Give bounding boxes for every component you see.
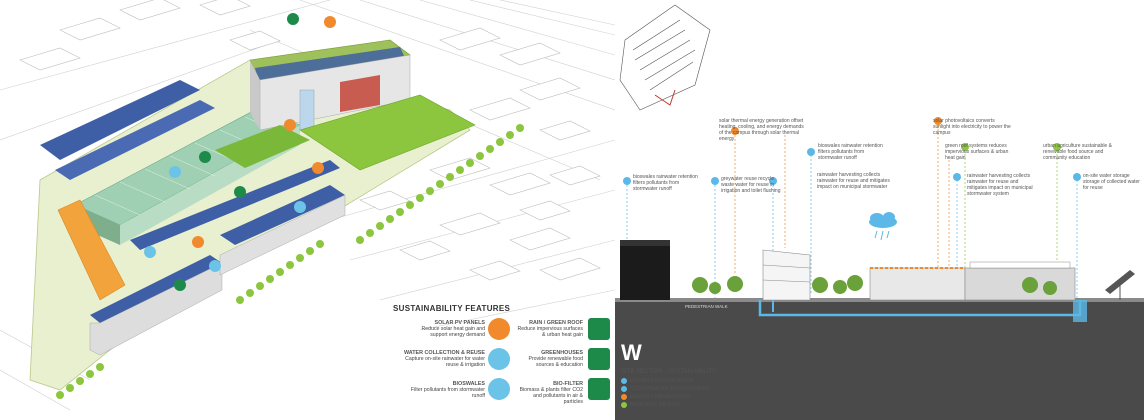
- storage-tank: [1073, 300, 1087, 322]
- mural-wall: [340, 75, 380, 112]
- lower-building: [89, 262, 223, 356]
- legend-item-title: BIO-FILTER: [553, 381, 583, 387]
- tree-row: [56, 124, 524, 399]
- legend-item-desc: Capture on-site rainwater for water reus…: [405, 356, 485, 368]
- solar-roof-1: [40, 80, 200, 160]
- legend-item-desc: Reduce impervious surfaces & urban heat …: [517, 326, 583, 338]
- legend-item-desc: Biomass & plants filter CO2 and pollutan…: [519, 387, 583, 405]
- section-legend-item: BIOPHILIC DESIGN: [621, 401, 716, 409]
- site-section: solar thermal energy generation offset h…: [615, 0, 1144, 420]
- green-roof-small: [215, 125, 310, 168]
- section-letter: W: [621, 340, 642, 365]
- axonometric-drawing: [0, 0, 615, 411]
- energy-icon: [621, 393, 627, 400]
- solar-roof-4: [220, 185, 345, 245]
- water-drop-icon: [488, 348, 510, 370]
- legend-title: SUSTAINABILITY FEATURES: [393, 304, 511, 313]
- map-pins: [144, 13, 336, 291]
- legend-item-title: RAIN / GREEN ROOF: [529, 320, 583, 326]
- solar-roof-5: [90, 255, 222, 323]
- solar-roof-3: [130, 160, 340, 250]
- legend-label: STORMWATER MANAGEMENT: [630, 386, 710, 392]
- annotation-urban-agriculture: urban agriculture sustainable & renewabl…: [1043, 143, 1112, 161]
- biophilic-icon: [621, 401, 627, 408]
- legend-item-title: SOLAR PV PANELS: [434, 320, 485, 326]
- legend-label: WATER CONSERVATION: [630, 378, 694, 384]
- section-title: SITE SECTION - SUSTAINABILITY: [621, 369, 716, 375]
- ground-section: [615, 300, 1144, 420]
- annotation-solar-thermal: solar thermal energy generation offset h…: [719, 118, 804, 142]
- section-building-3: [964, 267, 1076, 301]
- legend-label: ENERGY GENERATION: [630, 394, 691, 400]
- green-roof-icon: [588, 318, 610, 340]
- annotation-greywater: greywater reuse recycle waste water for …: [721, 176, 781, 194]
- annotation-markers: [623, 117, 1081, 185]
- section-legend-item: WATER CONSERVATION: [621, 377, 716, 385]
- energy-callout-lines: [734, 125, 950, 275]
- dark-building-roof: [620, 240, 670, 246]
- legend-item-desc: Provide renewable food sources & educati…: [528, 356, 583, 368]
- annotation-green-roof: green roof systems reduces impervious su…: [945, 143, 1009, 161]
- annotation-rainwater-1: rainwater harvesting collects rainwater …: [817, 172, 890, 190]
- axonometric-site-plan: SUSTAINABILITY FEATURES SOLAR PV PANELS …: [0, 0, 615, 411]
- legend-label: BIOPHILIC DESIGN: [630, 402, 680, 408]
- dark-building: [620, 245, 670, 300]
- section-legend-item: STORMWATER MANAGEMENT: [621, 385, 716, 393]
- legend-item-desc: Reduce solar heat gain and support energ…: [421, 326, 485, 338]
- green-callout-lines: [964, 150, 1058, 268]
- annotation-water-storage: on-site water storage storage of collect…: [1083, 173, 1140, 191]
- stormwater-icon: [621, 385, 627, 392]
- context-buildings: [19, 0, 601, 281]
- glass-building: [762, 249, 811, 301]
- ground-label: PEDESTRIAN WALK: [685, 304, 728, 309]
- section-building-2: [869, 267, 966, 301]
- greenhouse-icon: [588, 348, 610, 370]
- sun-icon: [488, 318, 510, 340]
- biofilter-icon: [588, 378, 610, 400]
- main-building-wall-a: [250, 60, 260, 130]
- section-legend: SITE SECTION - SUSTAINABILITY WATER CONS…: [621, 368, 716, 409]
- water-conservation-icon: [621, 377, 627, 384]
- tower: [299, 89, 315, 131]
- legend-item-title: BIOSWALES: [452, 381, 485, 387]
- legend-item-title: WATER COLLECTION & REUSE: [403, 350, 485, 356]
- legend-item-desc: Filter pollutants from stormwater runoff: [410, 387, 485, 399]
- annotation-solar-pv: solar photovoltaics converts sunlight in…: [933, 118, 1011, 136]
- rain-cloud: [869, 212, 897, 241]
- solar-roof-2: [55, 100, 215, 180]
- annotation-bioswales: bioswales rainwater retention filters po…: [818, 143, 883, 161]
- orange-plaza: [57, 199, 126, 301]
- greenhouse-section: [969, 261, 1071, 269]
- green-field: [299, 94, 476, 171]
- section-trees: [692, 275, 1057, 295]
- annotation-rainwater-2: rainwater harvesting collects rainwater …: [967, 173, 1033, 197]
- section-drawing: [615, 4, 1144, 420]
- legend-item-title: GREENHOUSES: [541, 350, 583, 356]
- key-map: [619, 4, 711, 111]
- solar-roof-main: [255, 47, 405, 80]
- section-legend-item: ENERGY GENERATION: [621, 393, 716, 401]
- bioswale-icon: [488, 378, 510, 400]
- annotation-bioswales-2: bioswales rainwater retention filters po…: [633, 174, 698, 192]
